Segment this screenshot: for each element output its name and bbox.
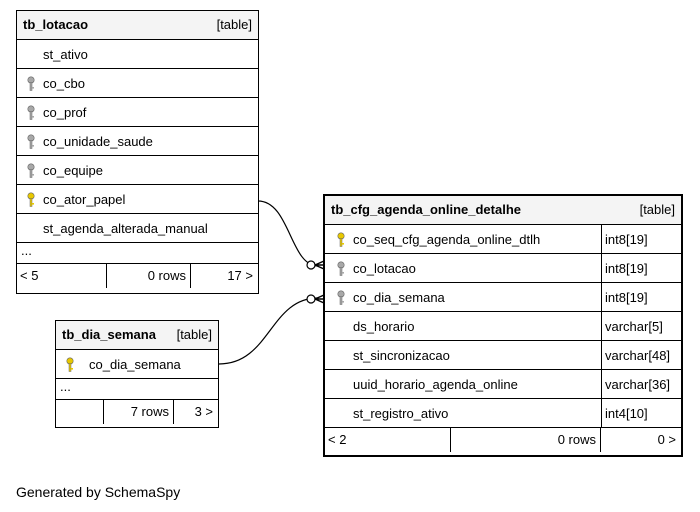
column-row[interactable]: ds_horario varchar[5] — [325, 312, 681, 341]
column-type: varchar[5] — [601, 312, 681, 340]
table-footer: < 2 0 rows 0 > — [325, 428, 681, 452]
generated-by-label: Generated by SchemaSpy — [16, 484, 181, 500]
column-name: st_registro_ativo — [353, 406, 449, 421]
primary-key-icon — [26, 192, 36, 208]
column-row[interactable]: st_registro_ativo int4[10] — [325, 399, 681, 428]
column-row[interactable]: co_dia_semana int8[19] — [325, 283, 681, 312]
table-kind: [table] — [639, 202, 675, 217]
column-type: int4[10] — [601, 399, 681, 427]
link-lotacao-to-detalhe — [257, 200, 319, 267]
column-row[interactable]: co_cbo — [17, 69, 258, 98]
foreign-key-icon — [336, 261, 346, 277]
table-header: tb_lotacao [table] — [17, 11, 258, 40]
crowfoot-lotacao — [314, 260, 325, 270]
column-type: int8[19] — [601, 225, 681, 253]
column-name: co_lotacao — [353, 261, 416, 276]
column-type: varchar[36] — [601, 370, 681, 398]
link-end-circle-dia-semana — [306, 294, 316, 304]
column-name: co_dia_semana — [353, 290, 445, 305]
table-name[interactable]: tb_cfg_agenda_online_detalhe — [331, 202, 521, 217]
children-count[interactable]: 17 > — [227, 268, 253, 283]
column-row[interactable]: co_lotacao int8[19] — [325, 254, 681, 283]
parents-count[interactable] — [56, 400, 104, 424]
more-columns: ... — [56, 379, 218, 400]
table-kind: [table] — [176, 327, 212, 342]
column-row[interactable]: st_ativo — [17, 40, 258, 69]
column-name: co_cbo — [43, 76, 85, 91]
table-header: tb_cfg_agenda_online_detalhe [table] — [325, 196, 681, 225]
link-end-circle-lotacao — [306, 260, 316, 270]
row-count: 7 rows — [104, 400, 174, 424]
table-tb-cfg-agenda-online-detalhe[interactable]: tb_cfg_agenda_online_detalhe [table] co_… — [323, 194, 683, 457]
column-name: co_prof — [43, 105, 87, 120]
column-name: co_seq_cfg_agenda_online_dtlh — [353, 232, 541, 247]
table-kind: [table] — [216, 17, 252, 32]
crowfoot-dia-semana — [314, 294, 325, 304]
column-row[interactable]: co_seq_cfg_agenda_online_dtlh int8[19] — [325, 225, 681, 254]
row-count: 0 rows — [451, 428, 601, 452]
parents-count[interactable]: < 2 — [325, 428, 451, 452]
table-header: tb_dia_semana [table] — [56, 321, 218, 350]
column-name: st_ativo — [43, 47, 88, 62]
foreign-key-icon — [26, 163, 36, 179]
row-count: 0 rows — [107, 264, 191, 288]
primary-key-icon — [336, 232, 346, 248]
column-name: uuid_horario_agenda_online — [353, 377, 518, 392]
column-row[interactable]: co_unidade_saude — [17, 127, 258, 156]
column-row[interactable]: co_dia_semana — [56, 350, 218, 379]
foreign-key-icon — [26, 105, 36, 121]
column-name: co_ator_papel — [43, 192, 126, 207]
table-footer: < 5 0 rows 17 > — [17, 264, 258, 288]
table-name[interactable]: tb_lotacao — [23, 17, 89, 32]
foreign-key-icon — [26, 134, 36, 150]
column-name: co_equipe — [43, 163, 103, 178]
children-count[interactable]: 3 > — [194, 404, 213, 419]
primary-key-icon — [65, 357, 75, 373]
column-type: int8[19] — [601, 254, 681, 282]
table-name[interactable]: tb_dia_semana — [62, 327, 156, 342]
parents-count[interactable]: < 5 — [17, 264, 107, 288]
column-name: co_unidade_saude — [43, 134, 153, 149]
column-name: ds_horario — [353, 319, 415, 334]
children-count[interactable]: 0 > — [657, 432, 676, 447]
column-row[interactable]: st_sincronizacao varchar[48] — [325, 341, 681, 370]
column-row[interactable]: co_equipe — [17, 156, 258, 185]
column-name: st_sincronizacao — [353, 348, 450, 363]
column-type: varchar[48] — [601, 341, 681, 369]
column-row[interactable]: co_ator_papel — [17, 185, 258, 214]
table-tb-dia-semana[interactable]: tb_dia_semana [table] co_dia_semana ... … — [55, 320, 219, 428]
table-footer: 7 rows 3 > — [56, 400, 218, 424]
column-row[interactable]: co_prof — [17, 98, 258, 127]
column-row[interactable]: st_agenda_alterada_manual — [17, 214, 258, 243]
column-row[interactable]: uuid_horario_agenda_online varchar[36] — [325, 370, 681, 399]
column-name: st_agenda_alterada_manual — [43, 221, 208, 236]
column-type: int8[19] — [601, 283, 681, 311]
link-dia-semana-to-detalhe — [218, 297, 319, 365]
foreign-key-icon — [336, 290, 346, 306]
column-name: co_dia_semana — [89, 357, 181, 372]
more-columns: ... — [17, 243, 258, 264]
foreign-key-icon — [26, 76, 36, 92]
table-tb-lotacao[interactable]: tb_lotacao [table] st_ativo co_cbo co_prof… — [16, 10, 259, 294]
